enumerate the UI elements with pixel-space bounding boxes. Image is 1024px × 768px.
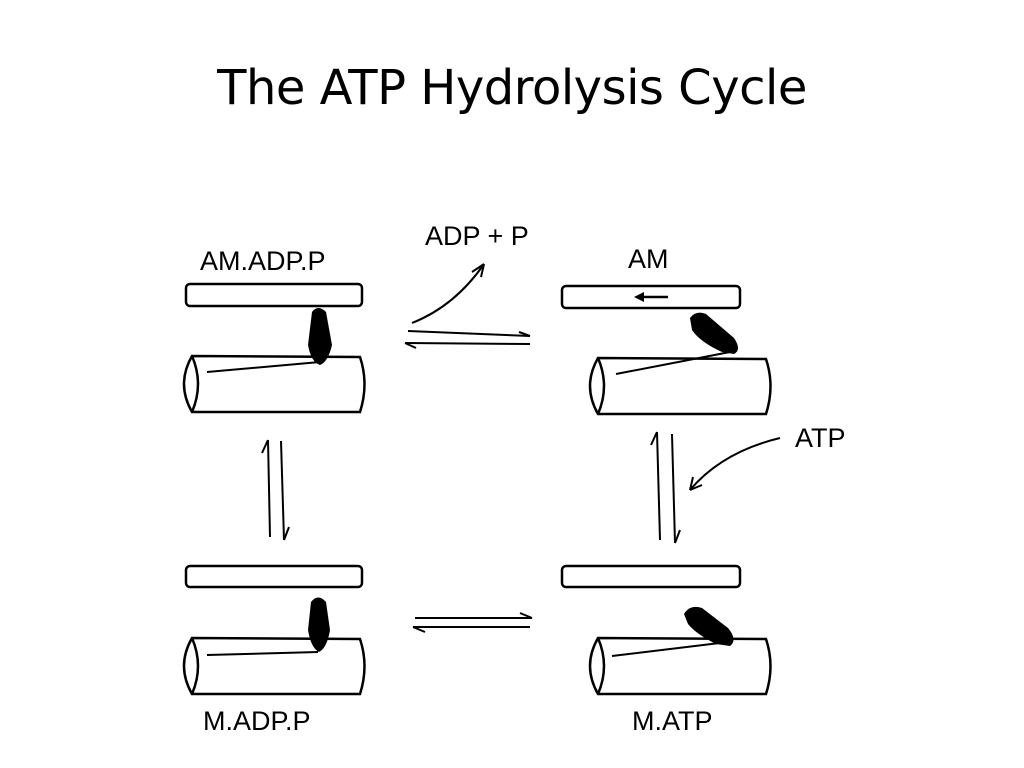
state-am-adp-p	[182, 282, 366, 414]
state-m-atp	[560, 564, 772, 696]
myosin-head	[308, 308, 332, 365]
myosin-neck	[206, 361, 321, 373]
equilibrium-arrows-top	[404, 330, 531, 349]
myosin-neck	[206, 651, 319, 656]
atp-binding-label: ATP	[795, 423, 846, 453]
myosin-neck	[611, 641, 729, 657]
equilibrium-arrows-right	[650, 431, 681, 544]
myosin-filament	[588, 636, 772, 696]
myosin-head	[690, 312, 738, 354]
actin-filament	[184, 282, 364, 308]
adp-p-release-label: ADP + P	[425, 221, 529, 251]
state-label-m-atp: M.ATP	[632, 706, 713, 736]
myosin-filament	[588, 356, 772, 416]
state-label-am: AM	[628, 244, 669, 274]
equilibrium-arrows-left	[261, 439, 290, 541]
state-am	[560, 284, 772, 416]
actin-filament	[184, 564, 364, 589]
state-label-am-adp-p: AM.ADP.P	[200, 246, 326, 276]
myosin-head	[684, 606, 734, 646]
myosin-head	[308, 597, 330, 652]
state-label-m-adp-p: M.ADP.P	[203, 706, 311, 736]
slide-title: The ATP Hydrolysis Cycle	[217, 60, 807, 116]
myosin-neck	[615, 351, 731, 375]
state-m-adp-p	[182, 564, 366, 696]
myosin-filament	[182, 636, 366, 696]
atp-binding-arrow	[689, 437, 781, 491]
myosin-filament	[182, 354, 366, 414]
actin-filament	[560, 564, 742, 589]
adp-p-release-arrow	[411, 263, 485, 324]
equilibrium-arrows-bottom	[412, 612, 533, 633]
